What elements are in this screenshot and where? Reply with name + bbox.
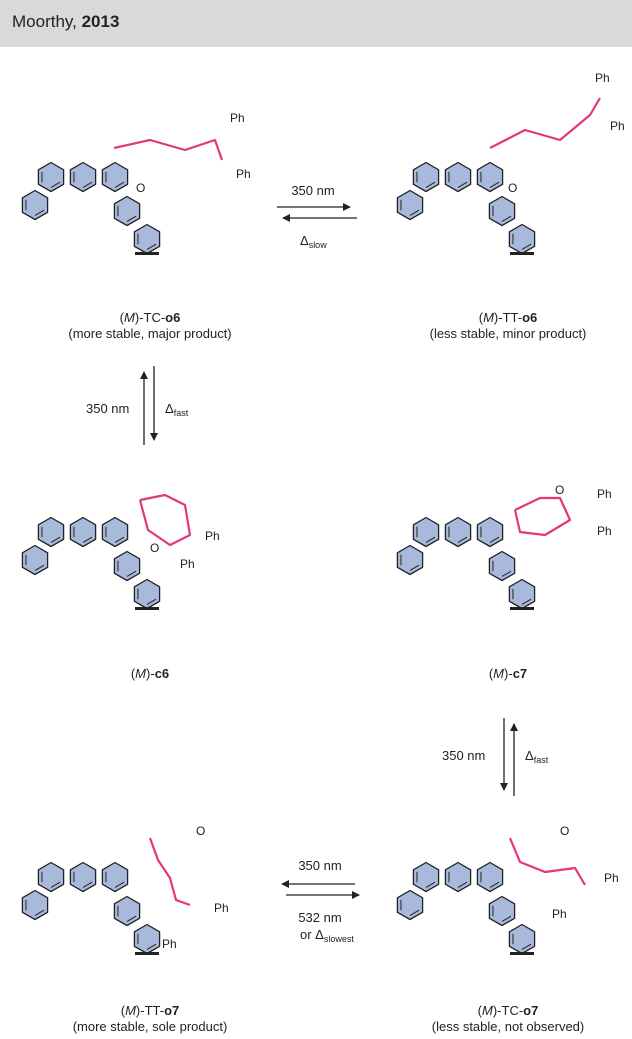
oxygen-label: O xyxy=(555,483,564,497)
cond-532nm: 532 nm xyxy=(298,910,341,925)
pink-chain xyxy=(138,493,192,547)
phenyl-label-1: Ph xyxy=(214,901,229,915)
double-bond-accent xyxy=(126,215,137,222)
cond-delta-fast-1: Δfast xyxy=(165,401,189,418)
caption-tc-o6: (M)-TC-o6 (more stable, major product) xyxy=(68,310,232,341)
header-bar: Moorthy, 2013 xyxy=(0,0,632,47)
caption-tc-o7: (M)-TC-o7 (less stable, not observed) xyxy=(431,1003,585,1034)
phenyl-label-2: Ph xyxy=(597,524,612,538)
delta-symbol: Δ xyxy=(300,233,309,248)
double-bond-accent xyxy=(126,570,137,577)
double-bond-accent xyxy=(409,209,420,216)
double-bond-accent xyxy=(50,881,61,888)
double-bond-accent xyxy=(457,881,468,888)
phenyl-label-1: Ph xyxy=(205,529,220,543)
double-bond-accent xyxy=(82,181,93,188)
cond-delta-fast-2: Δfast xyxy=(525,748,549,765)
phenyl-label-2: Ph xyxy=(162,937,177,951)
equilibrium-o6-top: 350 nm Δslow xyxy=(277,183,357,250)
delta-sub-slow: slow xyxy=(309,240,328,250)
phenyl-label-2: Ph xyxy=(180,557,195,571)
double-bond-accent xyxy=(34,909,45,916)
double-bond-accent xyxy=(457,181,468,188)
phenyl-label-1: Ph xyxy=(597,487,612,501)
delta-symbol: Δ xyxy=(315,927,324,942)
delta-sub-fast: fast xyxy=(174,408,189,418)
caption-c6: (M)-c6 xyxy=(130,666,170,681)
double-bond-accent xyxy=(146,598,157,605)
double-bond-accent xyxy=(82,536,93,543)
oxygen-label: O xyxy=(508,181,517,195)
header-year: 2013 xyxy=(81,12,120,31)
double-bond-accent xyxy=(34,209,45,216)
cond-350nm-2: 350 nm xyxy=(86,401,129,416)
double-bond-accent xyxy=(34,564,45,571)
caption-tt-o6: (M)-TT-o6 (less stable, minor product) xyxy=(429,310,587,341)
caption-tt-o7: (M)-TT-o7 (more stable, sole product) xyxy=(72,1003,228,1034)
delta-sub-slowest: slowest xyxy=(324,934,355,944)
equilibrium-o6-c6: 350 nm Δfast xyxy=(86,366,189,445)
double-bond-accent xyxy=(521,598,532,605)
pink-chain xyxy=(148,837,191,907)
phenyl-label-2: Ph xyxy=(610,119,625,133)
double-bond-accent xyxy=(501,915,512,922)
double-bond-accent xyxy=(489,181,500,188)
delta-symbol: Δ xyxy=(165,401,174,416)
double-bond-accent xyxy=(126,915,137,922)
phenyl-label-1: Ph xyxy=(595,71,610,85)
double-bond-accent xyxy=(409,564,420,571)
double-bond-accent xyxy=(114,181,125,188)
double-bond-accent xyxy=(521,943,532,950)
cond-delta-slow: Δslow xyxy=(300,233,327,250)
header-title: Moorthy, 2013 xyxy=(12,12,119,32)
double-bond-accent xyxy=(114,881,125,888)
double-bond-accent xyxy=(50,536,61,543)
equilibrium-c7-o7: 350 nm Δfast xyxy=(442,718,549,796)
phenyl-label-2: Ph xyxy=(552,907,567,921)
caption-c7: (M)-c7 xyxy=(488,666,528,681)
pink-chain xyxy=(489,97,601,149)
cond-350nm-4: 350 nm xyxy=(298,858,341,873)
double-bond-accent xyxy=(146,243,157,250)
double-bond-accent xyxy=(114,536,125,543)
double-bond-accent xyxy=(489,536,500,543)
delta-sub-fast: fast xyxy=(534,755,549,765)
double-bond-accent xyxy=(82,881,93,888)
oxygen-label: O xyxy=(196,824,205,838)
header-author: Moorthy, xyxy=(12,12,82,31)
or-word: or xyxy=(300,927,315,942)
cond-350nm-1: 350 nm xyxy=(291,183,334,198)
phenyl-label-2: Ph xyxy=(236,167,251,181)
double-bond-accent xyxy=(521,243,532,250)
equilibrium-o7-bottom: 350 nm 532 nm or Δslowest xyxy=(281,858,360,944)
cond-350nm-3: 350 nm xyxy=(442,748,485,763)
pink-chain xyxy=(508,837,586,886)
pink-chain xyxy=(513,496,572,537)
double-bond-accent xyxy=(409,909,420,916)
cond-delta-slowest: or Δslowest xyxy=(300,927,354,944)
double-bond-accent xyxy=(457,536,468,543)
pink-chain xyxy=(113,138,224,161)
double-bond-accent xyxy=(501,570,512,577)
phenyl-label-1: Ph xyxy=(230,111,245,125)
double-bond-accent xyxy=(425,181,436,188)
double-bond-accent xyxy=(50,181,61,188)
double-bond-accent xyxy=(146,943,157,950)
double-bond-accent xyxy=(501,215,512,222)
oxygen-label: O xyxy=(136,181,145,195)
oxygen-label: O xyxy=(150,541,159,555)
double-bond-accent xyxy=(425,881,436,888)
delta-symbol: Δ xyxy=(525,748,534,763)
oxygen-label: O xyxy=(560,824,569,838)
double-bond-accent xyxy=(425,536,436,543)
double-bond-accent xyxy=(489,881,500,888)
phenyl-label-1: Ph xyxy=(604,871,619,885)
